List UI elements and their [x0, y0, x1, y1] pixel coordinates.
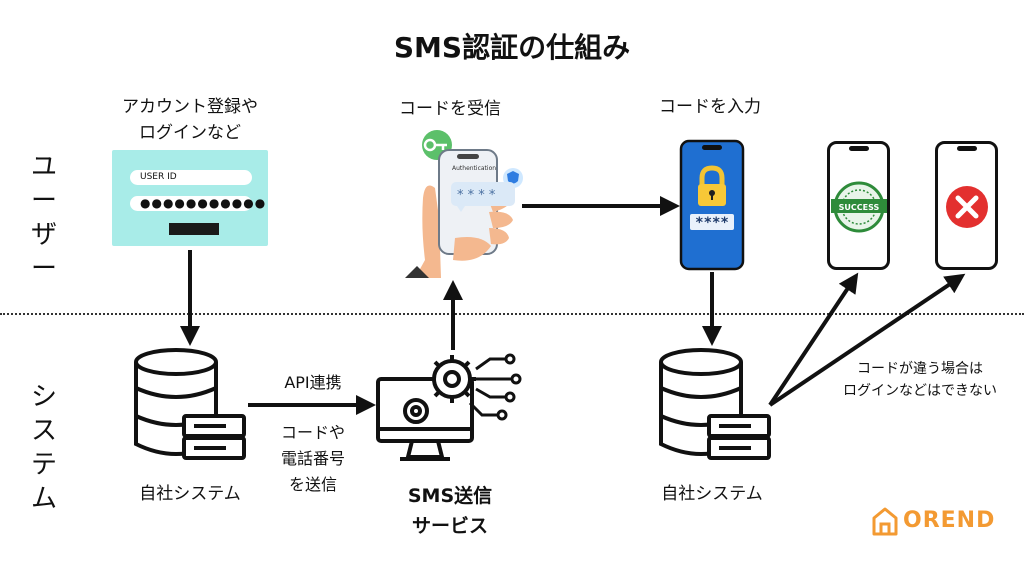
row-label-char: ー: [30, 254, 57, 284]
arrow-db-to-error: [768, 273, 966, 407]
svg-text:Authentication: Authentication: [452, 165, 496, 172]
password-field: ●●●●●●●●●●●: [130, 196, 267, 211]
gear-icon: [403, 355, 476, 424]
row-label-char: ス: [30, 416, 57, 446]
row-label-system: システム: [24, 380, 64, 516]
page-title: SMS認証の仕組み: [393, 31, 631, 64]
label-api: API連携: [284, 373, 342, 392]
label-mismatch-line2: ログインなどはできない: [843, 383, 997, 399]
check-stamp-icon: SUCCESS: [831, 181, 887, 233]
sms-service-illustration: [376, 353, 522, 461]
server-icon: [707, 414, 771, 460]
label-sms-line1: SMS送信: [407, 485, 493, 507]
label-mismatch-line1: コードが違う場合は: [857, 361, 983, 377]
row-label-char: ザ: [30, 220, 57, 250]
user-system-divider: [0, 313, 1024, 315]
label-own-system-left: 自社システム: [139, 484, 241, 504]
lock-icon: [698, 165, 726, 206]
database-left-illustration: [134, 348, 246, 460]
phone-error-illustration: [935, 141, 998, 270]
label-receive-code: コードを受信: [399, 99, 501, 119]
svg-text:* * * *: * * * *: [457, 188, 496, 203]
login-button-illustration: [169, 223, 219, 235]
label-enter-code: コードを入力: [659, 97, 761, 117]
label-send: コードや 電話番号 を送信: [258, 420, 368, 498]
row-label-char: ム: [30, 484, 57, 514]
label-own-system-right: 自社システム: [661, 484, 763, 504]
row-label-char: シ: [30, 382, 57, 412]
row-label-char: ユ: [30, 152, 57, 182]
label-sms-service: SMS送信 サービス: [370, 481, 530, 541]
error-x-icon: [946, 186, 988, 228]
phone-receive-illustration: Authentication * * * *: [405, 130, 523, 278]
database-right-illustration: [659, 348, 771, 460]
row-label-char: ー: [30, 186, 57, 216]
row-label-user: ユーザー: [24, 150, 64, 286]
arrow-db-to-success: [768, 272, 859, 407]
label-send-line3: を送信: [288, 475, 337, 494]
label-send-line1: コードや: [280, 423, 345, 442]
logo-text: OREND: [903, 508, 996, 533]
row-label-char: テ: [30, 450, 57, 480]
svg-text:****: ****: [695, 215, 729, 231]
server-icon: [182, 414, 246, 460]
label-account-line2: ログインなど: [139, 123, 241, 143]
label-account-line1: アカウント登録や: [122, 97, 258, 117]
label-sms-line2: サービス: [411, 515, 488, 537]
phone-enter-code-illustration: ****: [679, 139, 745, 271]
user-id-field: USER ID: [130, 170, 252, 185]
login-form-illustration: USER ID ●●●●●●●●●●●: [112, 150, 268, 246]
password-mask: ●●●●●●●●●●●: [140, 196, 267, 210]
user-id-placeholder: USER ID: [140, 172, 177, 182]
phone-success-illustration: SUCCESS: [827, 141, 890, 270]
label-account: アカウント登録や ログインなど: [100, 94, 280, 146]
house-logo-icon: [872, 507, 898, 536]
svg-text:SUCCESS: SUCCESS: [839, 203, 880, 212]
label-send-line2: 電話番号: [280, 449, 345, 468]
label-mismatch: コードが違う場合は ログインなどはできない: [820, 358, 1020, 402]
